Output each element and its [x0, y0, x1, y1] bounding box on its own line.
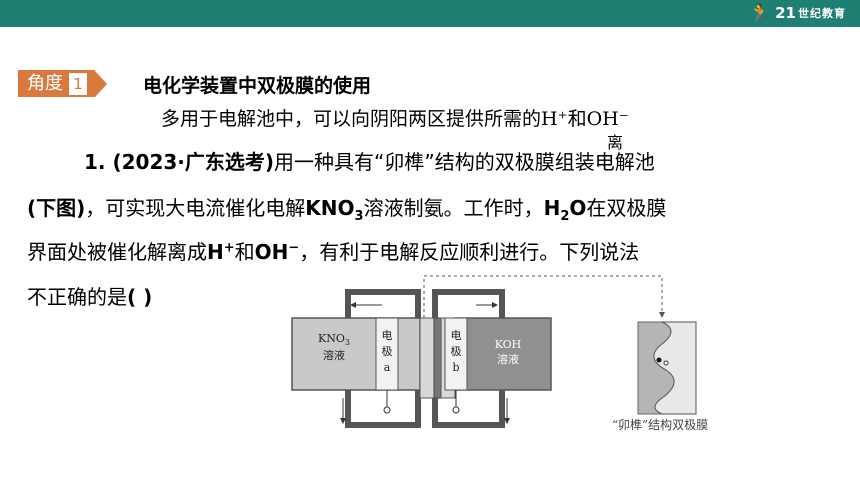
section-title: 电化学装置中双极膜的使用 [143, 75, 372, 97]
logo-text: 21 [775, 4, 796, 22]
answer-blank: ( ) [127, 285, 153, 309]
right-return-pipe [432, 390, 505, 428]
left-top-arrowhead [350, 302, 356, 308]
brand-logo: 🏃 21 世纪教育 [749, 1, 846, 25]
question-text-3b: 和 [234, 240, 255, 264]
question-text-2b: 溶液制氨。工作时， [363, 196, 544, 220]
question-text-3a: 界面处被催化解离成 [27, 240, 207, 264]
membrane-caption: “卯榫”结构双极膜 [611, 418, 709, 432]
electrode-a-label: 电 极 a [381, 329, 393, 374]
top-bar: 🏃 21 世纪教育 [0, 0, 860, 27]
badge-arrow-icon [95, 70, 107, 97]
formula-h2o-o: O [569, 196, 587, 220]
question-number: 1. (2023·广东选考) [84, 150, 275, 174]
left-circulation-pipe [345, 289, 421, 318]
subtitle: 多用于电解池中，可以向阴阳两区提供所需的H⁺和OH⁻ [161, 108, 629, 130]
right-top-arrowhead [492, 302, 498, 308]
membrane-detail-wave [653, 321, 697, 415]
zoom-callout-line [423, 275, 663, 318]
subtitle-tail: 离 [607, 133, 624, 152]
question-text-3c: ，有利于电解反应顺利进行。下列说法 [299, 240, 640, 264]
badge-label-box: 角度 1 [18, 70, 95, 97]
left-compartment [291, 317, 421, 391]
question-line-4: 不正确的是( ) [27, 281, 152, 310]
zoom-callout-arrowhead [659, 312, 665, 318]
left-return-pipe [345, 390, 421, 428]
figure-ref: (下图) [27, 196, 86, 220]
logo-cn: 世纪教育 [798, 7, 846, 20]
electrode-b-terminal [452, 406, 460, 414]
formula-kno3-sub: 3 [354, 209, 364, 224]
formula-kno3: KNO [305, 196, 355, 220]
right-solution-label: KOH 溶液 [494, 338, 522, 366]
formula-h2o-h: H [543, 196, 561, 220]
question-line-2: (下图)，可实现大电流催化电解KNO3溶液制氨。工作时，H2O在双极膜 [27, 192, 666, 224]
left-solution-label: KNO3 溶液 [318, 332, 350, 363]
formula-h2o-sub: 2 [560, 209, 570, 224]
formula-h-plus-sup: + [223, 240, 235, 256]
question-line-3: 界面处被催化解离成H+和OH−，有利于电解反应顺利进行。下列说法 [27, 236, 639, 265]
question-text-2a: ，可实现大电流催化电解 [85, 196, 306, 220]
question-text-4: 不正确的是 [27, 285, 127, 309]
badge-number: 1 [69, 72, 87, 95]
formula-oh-minus: OH [254, 240, 289, 264]
membrane-core [433, 317, 442, 399]
membrane-detail-dot-2 [663, 360, 669, 366]
electrolysis-diagram: KNO3 溶液 电 极 a 电 极 b KOH 溶液 “卯榫”结构双极膜 [290, 270, 730, 445]
left-bottom-arrowhead [340, 418, 346, 424]
electrode-a-terminal [383, 406, 391, 414]
badge-label: 角度 [27, 73, 63, 94]
question-text-2c: 在双极膜 [586, 196, 667, 220]
formula-oh-minus-sup: − [288, 240, 300, 256]
runner-icon: 🏃 [748, 2, 772, 24]
question-text-1: 用一种具有“卯榫”结构的双极膜组装电解池 [274, 150, 655, 174]
electrolysis-cell-drawing [291, 275, 697, 428]
membrane-left [419, 317, 435, 399]
formula-h-plus: H [207, 240, 224, 264]
right-bottom-arrowhead [504, 418, 510, 424]
question-line-1: 1. (2023·广东选考)用一种具有“卯榫”结构的双极膜组装电解池 [84, 146, 655, 175]
membrane-detail-dot-1 [656, 357, 662, 363]
electrode-b-label: 电 极 b [450, 329, 462, 374]
right-circulation-pipe [432, 289, 505, 318]
section-badge: 角度 1 [18, 70, 107, 97]
